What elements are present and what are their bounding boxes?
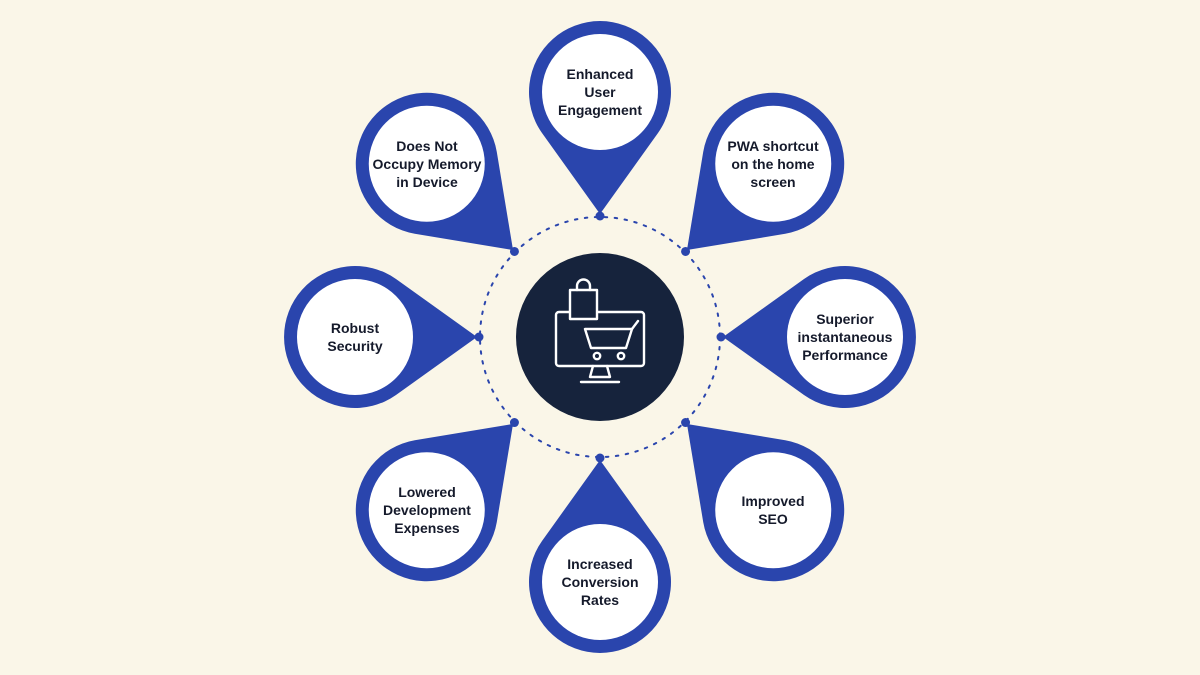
monitor-icon (554, 310, 646, 368)
cart-wheel-icon (616, 351, 626, 361)
shopping-bag-handle-icon (575, 278, 592, 292)
cart-handle-icon (630, 319, 640, 331)
monitor-stand-icon (588, 364, 612, 379)
petal-shape-right (716, 266, 916, 408)
petal-shape-left (284, 266, 484, 408)
petal-shape-top (529, 21, 671, 221)
cart-body-icon (583, 327, 634, 350)
ecommerce-monitor-shopping-cart-icon (554, 278, 646, 384)
shopping-bag-icon (568, 288, 599, 321)
center-circle (516, 253, 684, 421)
petal-shape-bottom (529, 453, 671, 653)
cart-wheel-icon (592, 351, 602, 361)
